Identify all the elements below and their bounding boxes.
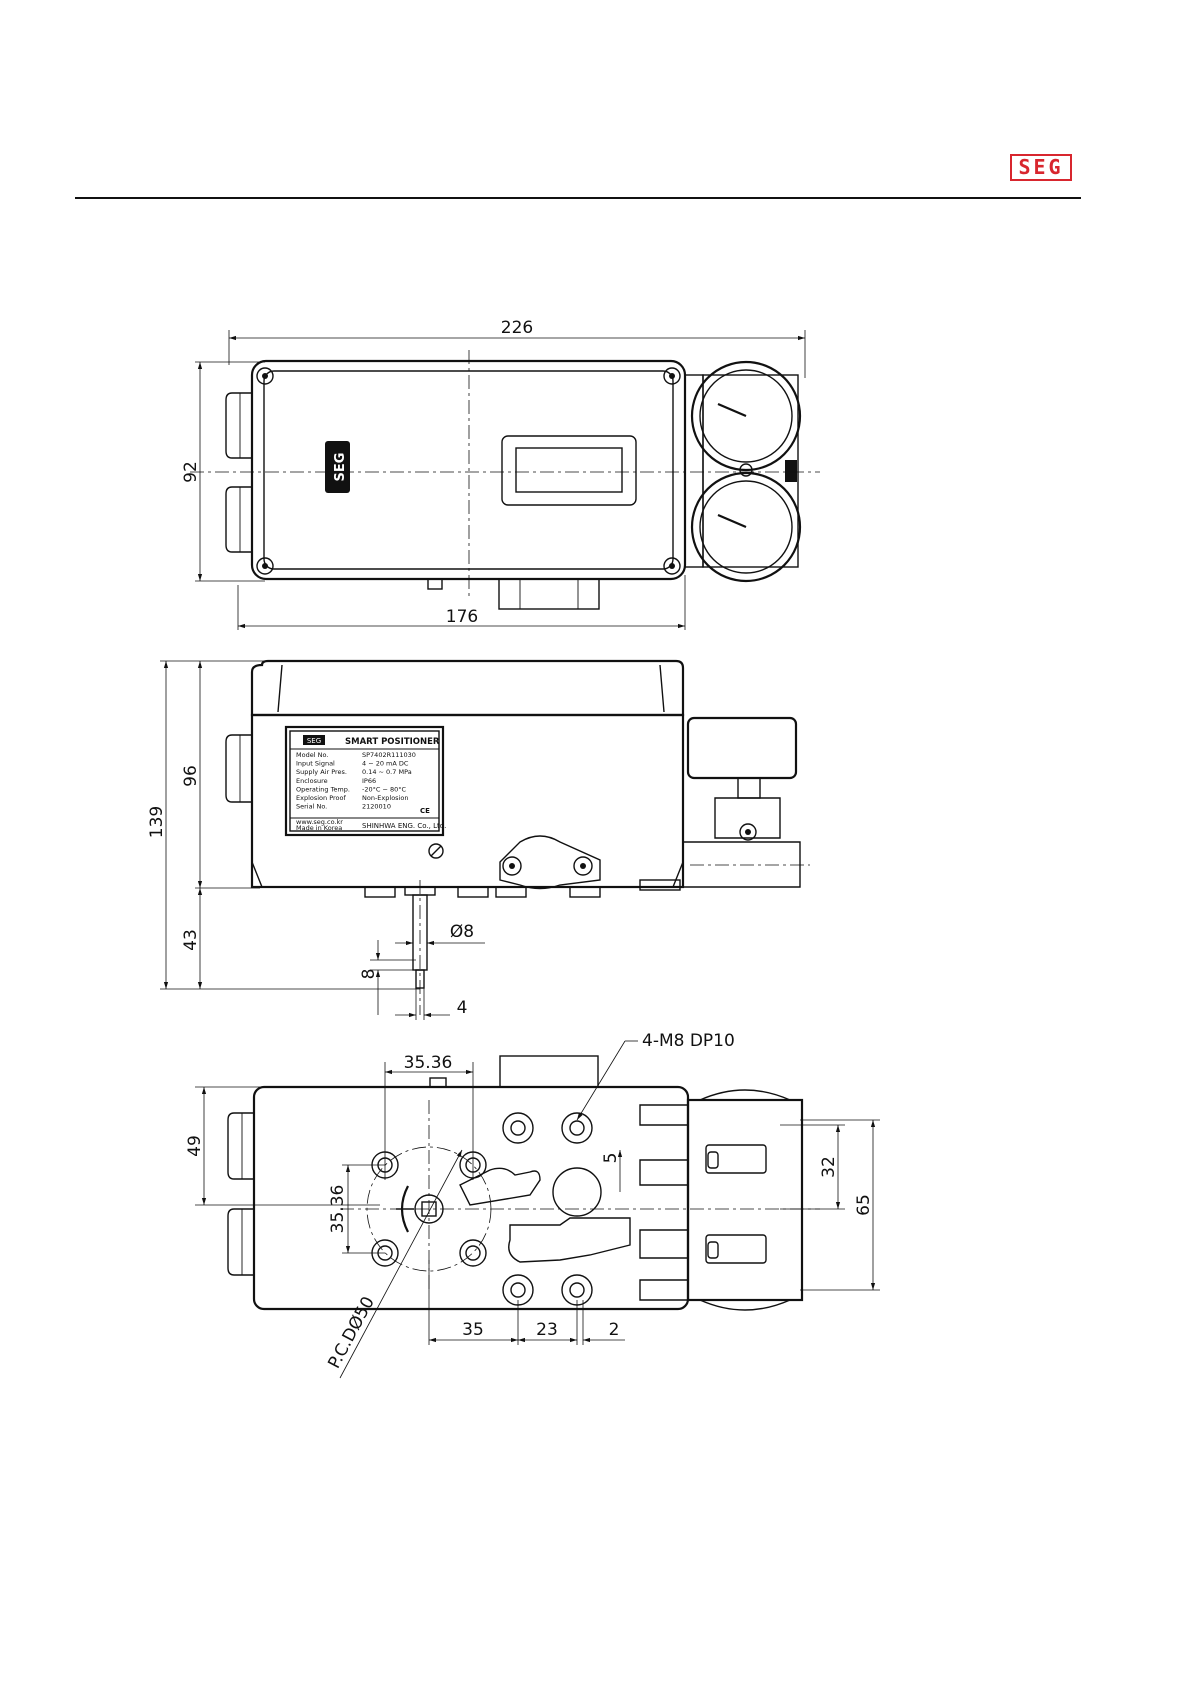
m8-holes: [502, 1112, 593, 1306]
nameplate-row-label: Serial No.: [296, 803, 327, 811]
nameplate-row-value: -20°C ~ 80°C: [362, 785, 407, 793]
nameplate-maker: SHINHWA ENG. Co., Ltd.: [362, 822, 446, 830]
nameplate-brand: SEG: [307, 737, 321, 745]
bottom-view: 4-M8 DP10 35.36 49 35.36: [185, 1031, 880, 1379]
thread-note: 4-M8 DP10: [642, 1031, 735, 1051]
dim-offset-side: 35.36: [328, 1185, 348, 1234]
top-view: 226 92 176 SEG: [181, 318, 820, 630]
nameplate-row-label: Operating Temp.: [296, 785, 350, 793]
dim-65: 65: [854, 1194, 874, 1216]
seg-logo: SEG: [1010, 154, 1072, 181]
nameplate: SEG SMART POSITIONER Model No. SP7402R111…: [284, 725, 446, 837]
nameplate-row-label: Supply Air Pres.: [296, 768, 347, 776]
lcd-window: [501, 435, 637, 506]
dim-2: 2: [609, 1320, 620, 1340]
pressure-gauge-lower: [690, 471, 802, 583]
dim-96: 96: [181, 765, 201, 787]
header-rule: [75, 197, 1081, 199]
dim-offset-top: 35.36: [404, 1053, 453, 1073]
cover-logo-plate: [325, 441, 350, 493]
nameplate-origin: Made in Korea: [296, 824, 342, 832]
dim-shaft-tip: 8: [359, 969, 379, 980]
dim-43: 43: [181, 929, 201, 951]
side-gauge: [686, 716, 798, 780]
cover-logo-text: SEG: [333, 453, 348, 482]
nameplate-row-value: 4 ~ 20 mA DC: [362, 760, 409, 768]
nameplate-row-label: Model No.: [296, 751, 328, 759]
pcd-note: P.C.DØ50: [324, 1293, 378, 1372]
nameplate-website: www.seg.co.kr: [296, 818, 343, 826]
side-view: 139 96 43 SEG SMART POSITIONER Model No.…: [147, 659, 810, 1020]
dim-226: 226: [501, 318, 533, 338]
dim-176: 176: [446, 607, 478, 627]
dim-tip-width: 4: [457, 998, 468, 1018]
pcd-circle: [366, 1146, 492, 1272]
dim-35: 35: [462, 1320, 484, 1340]
nameplate-row-value: IP66: [362, 777, 376, 785]
nameplate-title: SMART POSITIONER: [345, 737, 440, 747]
nameplate-row-value: Non-Explosion: [362, 794, 408, 802]
nameplate-ce: CE: [420, 807, 430, 815]
dim-139: 139: [147, 806, 167, 838]
nameplate-row-label: Explosion Proof: [296, 794, 347, 802]
nameplate-row-value: SP7402R111030: [362, 751, 416, 759]
nameplate-row-label: Input Signal: [296, 760, 335, 768]
dim-49: 49: [185, 1135, 205, 1157]
pressure-gauge-upper: [690, 360, 802, 472]
nameplate-row-value: 0.14 ~ 0.7 MPa: [362, 768, 412, 776]
dim-5: 5: [601, 1153, 621, 1164]
dim-shaft-diameter: Ø8: [450, 922, 474, 942]
nameplate-row-label: Enclosure: [296, 777, 328, 785]
dim-32: 32: [819, 1156, 839, 1178]
dim-23: 23: [536, 1320, 558, 1340]
nameplate-row-value: 2120010: [362, 803, 391, 811]
